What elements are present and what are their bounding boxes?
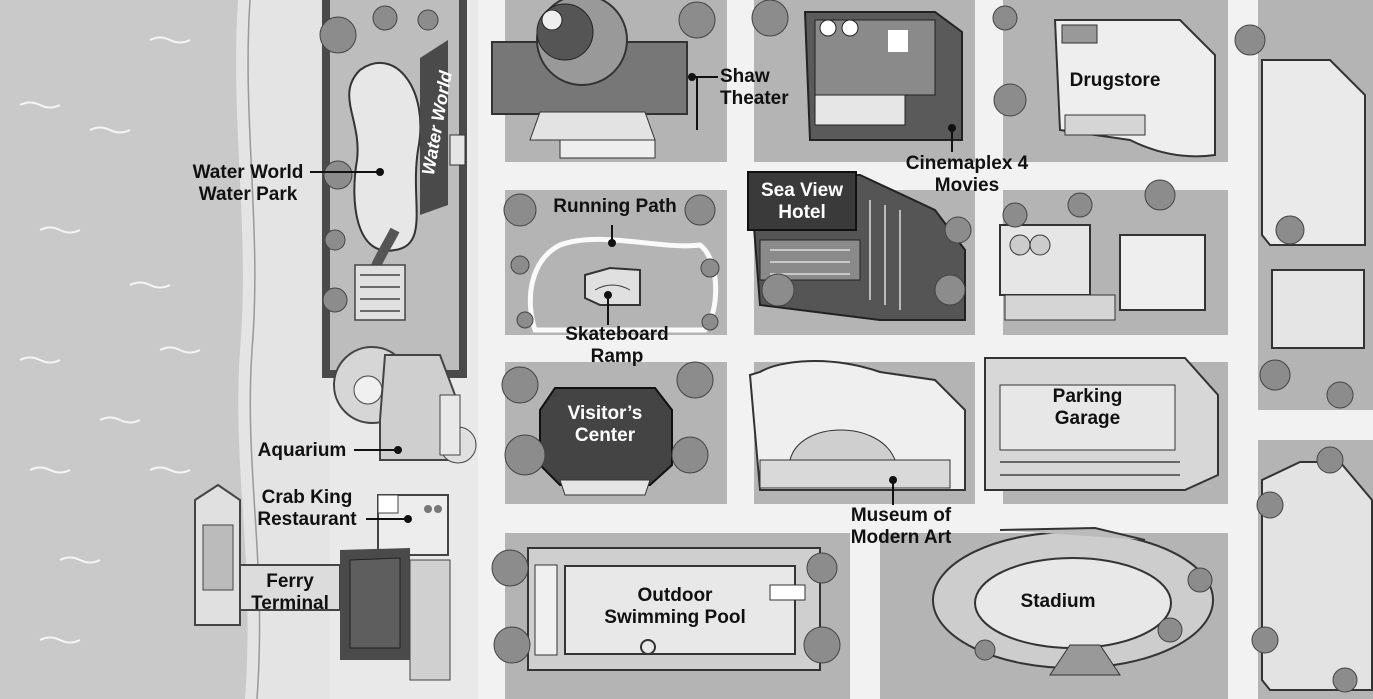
cinemaplex-label-line2: Movies [934,175,1000,196]
sea-view-hotel-sign [747,171,857,231]
museum-label: Museum of Modern Art [836,505,966,549]
crab-king-label-line2: Restaurant [257,509,357,530]
skateboard-ramp-label-line2: Ramp [590,346,644,367]
visitors-center-label-line1: Visitor’s [567,403,643,424]
water-world-label-line1: Water World [192,162,304,183]
water-world-sign [420,40,448,215]
stadium-label-line1: Stadium [1020,591,1096,612]
parking-garage-label-line2: Garage [1054,408,1121,429]
shaw-theater-label-line2: Theater [720,88,789,109]
swimming-pool-label-line1: Outdoor [637,585,713,606]
swimming-pool [564,565,796,655]
water-world-label-line2: Water Park [198,184,298,205]
water-park-lagoon [348,62,422,252]
stadium-label: Stadium [1000,591,1116,613]
aquarium-label-line1: Aquarium [257,440,347,461]
sea-view-hotel-label-line2: Hotel [778,202,826,223]
ferry-terminal-label-line1: Ferry [266,571,314,592]
trees [319,0,1358,693]
aquarium-label: Aquarium [246,440,358,462]
visitors-center-building [539,387,673,486]
museum-label-line1: Museum of [850,505,952,526]
skateboard-ramp-label: Skateboard Ramp [552,324,682,368]
shaw-theater-label-line1: Shaw [720,66,770,87]
water-world-water-park-label: Water World Water Park [178,162,318,206]
shaw-theater-label: Shaw Theater [720,66,800,110]
ferry-terminal-label: Ferry Terminal [240,571,340,615]
crab-king-label: Crab King Restaurant [244,487,370,531]
drugstore-label-line1: Drugstore [1069,70,1161,91]
skateboard-ramp-label-line1: Skateboard [565,324,669,345]
parking-garage-label-line1: Parking [1052,386,1123,407]
ferry-terminal-label-line2: Terminal [251,593,329,614]
beach-shore [236,0,330,699]
drugstore-label: Drugstore [1055,70,1175,92]
visitors-center-label-line2: Center [574,425,636,446]
museum-label-line2: Modern Art [850,527,952,548]
running-path-label-line1: Running Path [553,196,677,217]
running-path [527,236,719,333]
visitors-center-label: Visitor’s Center [545,403,665,447]
swimming-pool-label: Outdoor Swimming Pool [580,585,770,629]
swimming-pool-label-line2: Swimming Pool [604,607,746,628]
water-ripples [19,36,201,644]
running-path-label: Running Path [540,196,690,218]
sea-view-hotel-label: Sea View Hotel [748,180,856,224]
sea-view-hotel-label-line1: Sea View [760,180,844,201]
cinemaplex-label: Cinemaplex 4 Movies [890,153,1044,197]
parking-garage-label: Parking Garage [1030,386,1145,430]
skateboard-ramp [584,266,641,306]
cinemaplex-label-line1: Cinemaplex 4 [905,153,1029,174]
crab-king-label-line1: Crab King [261,487,353,508]
